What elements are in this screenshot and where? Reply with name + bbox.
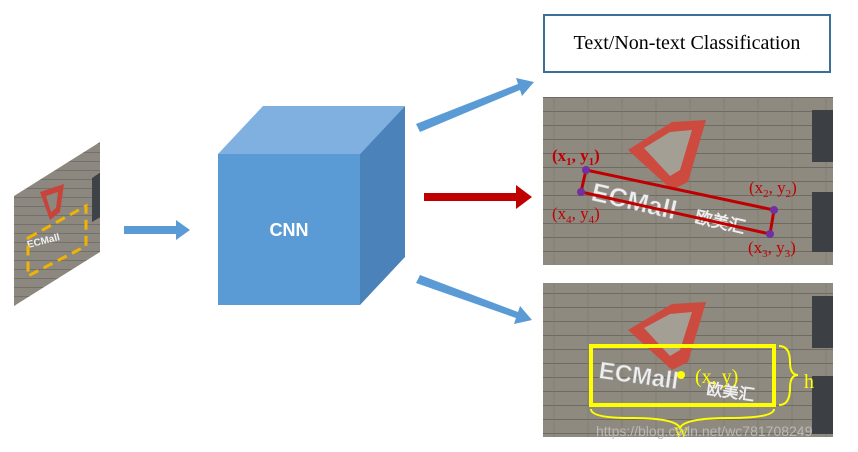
corner-label-2: (x2, y2) (749, 178, 797, 200)
classification-box: Text/Non-text Classification (543, 14, 831, 73)
corner-point-1 (582, 166, 590, 174)
classification-label: Text/Non-text Classification (573, 32, 801, 54)
arrow-to-classification (416, 78, 534, 132)
width-brace (590, 408, 775, 431)
cube-side-face (360, 106, 405, 305)
input-to-cnn-arrow (124, 220, 190, 240)
corner-label-4: (x4, y4) (552, 204, 600, 226)
corner-point-3 (766, 230, 774, 238)
input-dashed-box (26, 203, 88, 279)
box-width-label: w (674, 420, 689, 442)
height-brace (778, 345, 799, 406)
corner-label-3: (x3, y3) (748, 238, 796, 260)
cube-top-face (218, 106, 405, 154)
arrow-to-quad-regression (424, 185, 532, 209)
box-output-photo: ECMall 欧美汇 (x, y) (543, 283, 833, 437)
arrow-to-box-regression (416, 275, 532, 324)
text-bounding-box (589, 344, 776, 407)
box-height-label: h (804, 371, 814, 393)
corner-label-1: (x1, y1) (552, 146, 600, 168)
quad-output-photo: ECMall 欧美汇 (x1, y1) (x2, y2) (x3, y3) (x… (543, 97, 833, 265)
box-center-point (677, 371, 685, 379)
input-photo: ECMall (14, 142, 100, 306)
corner-point-2 (770, 206, 778, 214)
corner-point-4 (577, 188, 585, 196)
cube-front-face (218, 154, 360, 305)
box-center-label: (x, y) (695, 366, 738, 388)
cnn-cube: CNN (218, 106, 405, 305)
cnn-label: CNN (270, 220, 309, 240)
watermark: https://blog.csdn.net/wc781708249 (596, 423, 813, 439)
